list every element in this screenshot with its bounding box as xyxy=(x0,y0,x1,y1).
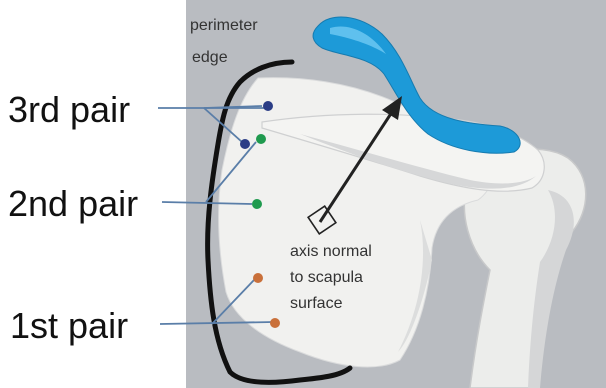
perimeter-label-line1: perimeter xyxy=(190,17,258,34)
perimeter-label-line2: edge xyxy=(192,49,228,66)
pair1-marker-upper xyxy=(253,273,263,283)
axis-label-line1: axis normal xyxy=(290,243,372,260)
pair1-label: 1st pair xyxy=(10,305,128,346)
pair1-marker-lower xyxy=(270,318,280,328)
pair3-marker-lower xyxy=(240,139,250,149)
pair2-marker-lower xyxy=(252,199,262,209)
pair2-label: 2nd pair xyxy=(8,183,138,224)
pair3-label: 3rd pair xyxy=(8,89,130,130)
axis-label-line3: surface xyxy=(290,295,343,312)
axis-label-line2: to scapula xyxy=(290,269,363,286)
pair2-marker-upper xyxy=(256,134,266,144)
pair3-marker-upper xyxy=(263,101,273,111)
